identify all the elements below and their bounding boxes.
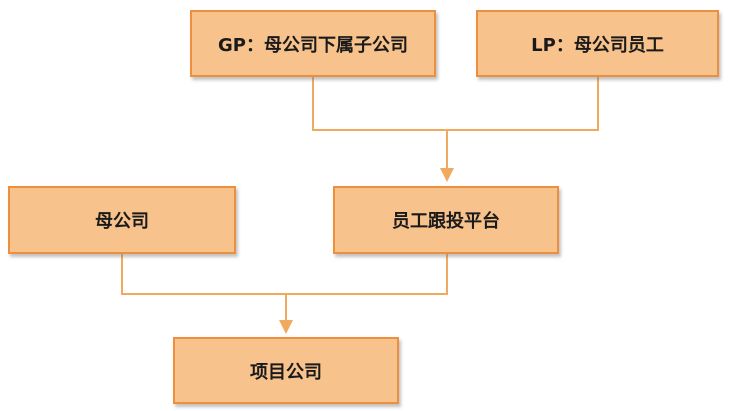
node-parent-company-label: 母公司 [95, 211, 149, 232]
connector-platform [286, 254, 448, 295]
node-lp[interactable]: LP：母公司员工 [476, 10, 719, 77]
node-employee-platform-label: 员工跟投平台 [392, 211, 500, 232]
connector-gp [312, 77, 447, 131]
node-project-company-label: 项目公司 [250, 361, 322, 383]
node-parent-company[interactable]: 母公司 [8, 186, 236, 254]
node-gp-label: GP：母公司下属子公司 [218, 34, 408, 56]
connector-parent [121, 254, 286, 295]
edge-gp-lp-to-platform [312, 77, 599, 182]
edge-parent-platform-to-project [121, 254, 448, 334]
connector-lp [447, 77, 599, 131]
node-project-company[interactable]: 项目公司 [173, 337, 399, 404]
arrowhead-to-project [279, 320, 293, 334]
node-gp[interactable]: GP：母公司下属子公司 [190, 10, 436, 77]
node-lp-label: LP：母公司员工 [531, 34, 664, 56]
node-employee-platform[interactable]: 员工跟投平台 [333, 186, 559, 254]
arrowhead-to-platform [440, 168, 454, 182]
